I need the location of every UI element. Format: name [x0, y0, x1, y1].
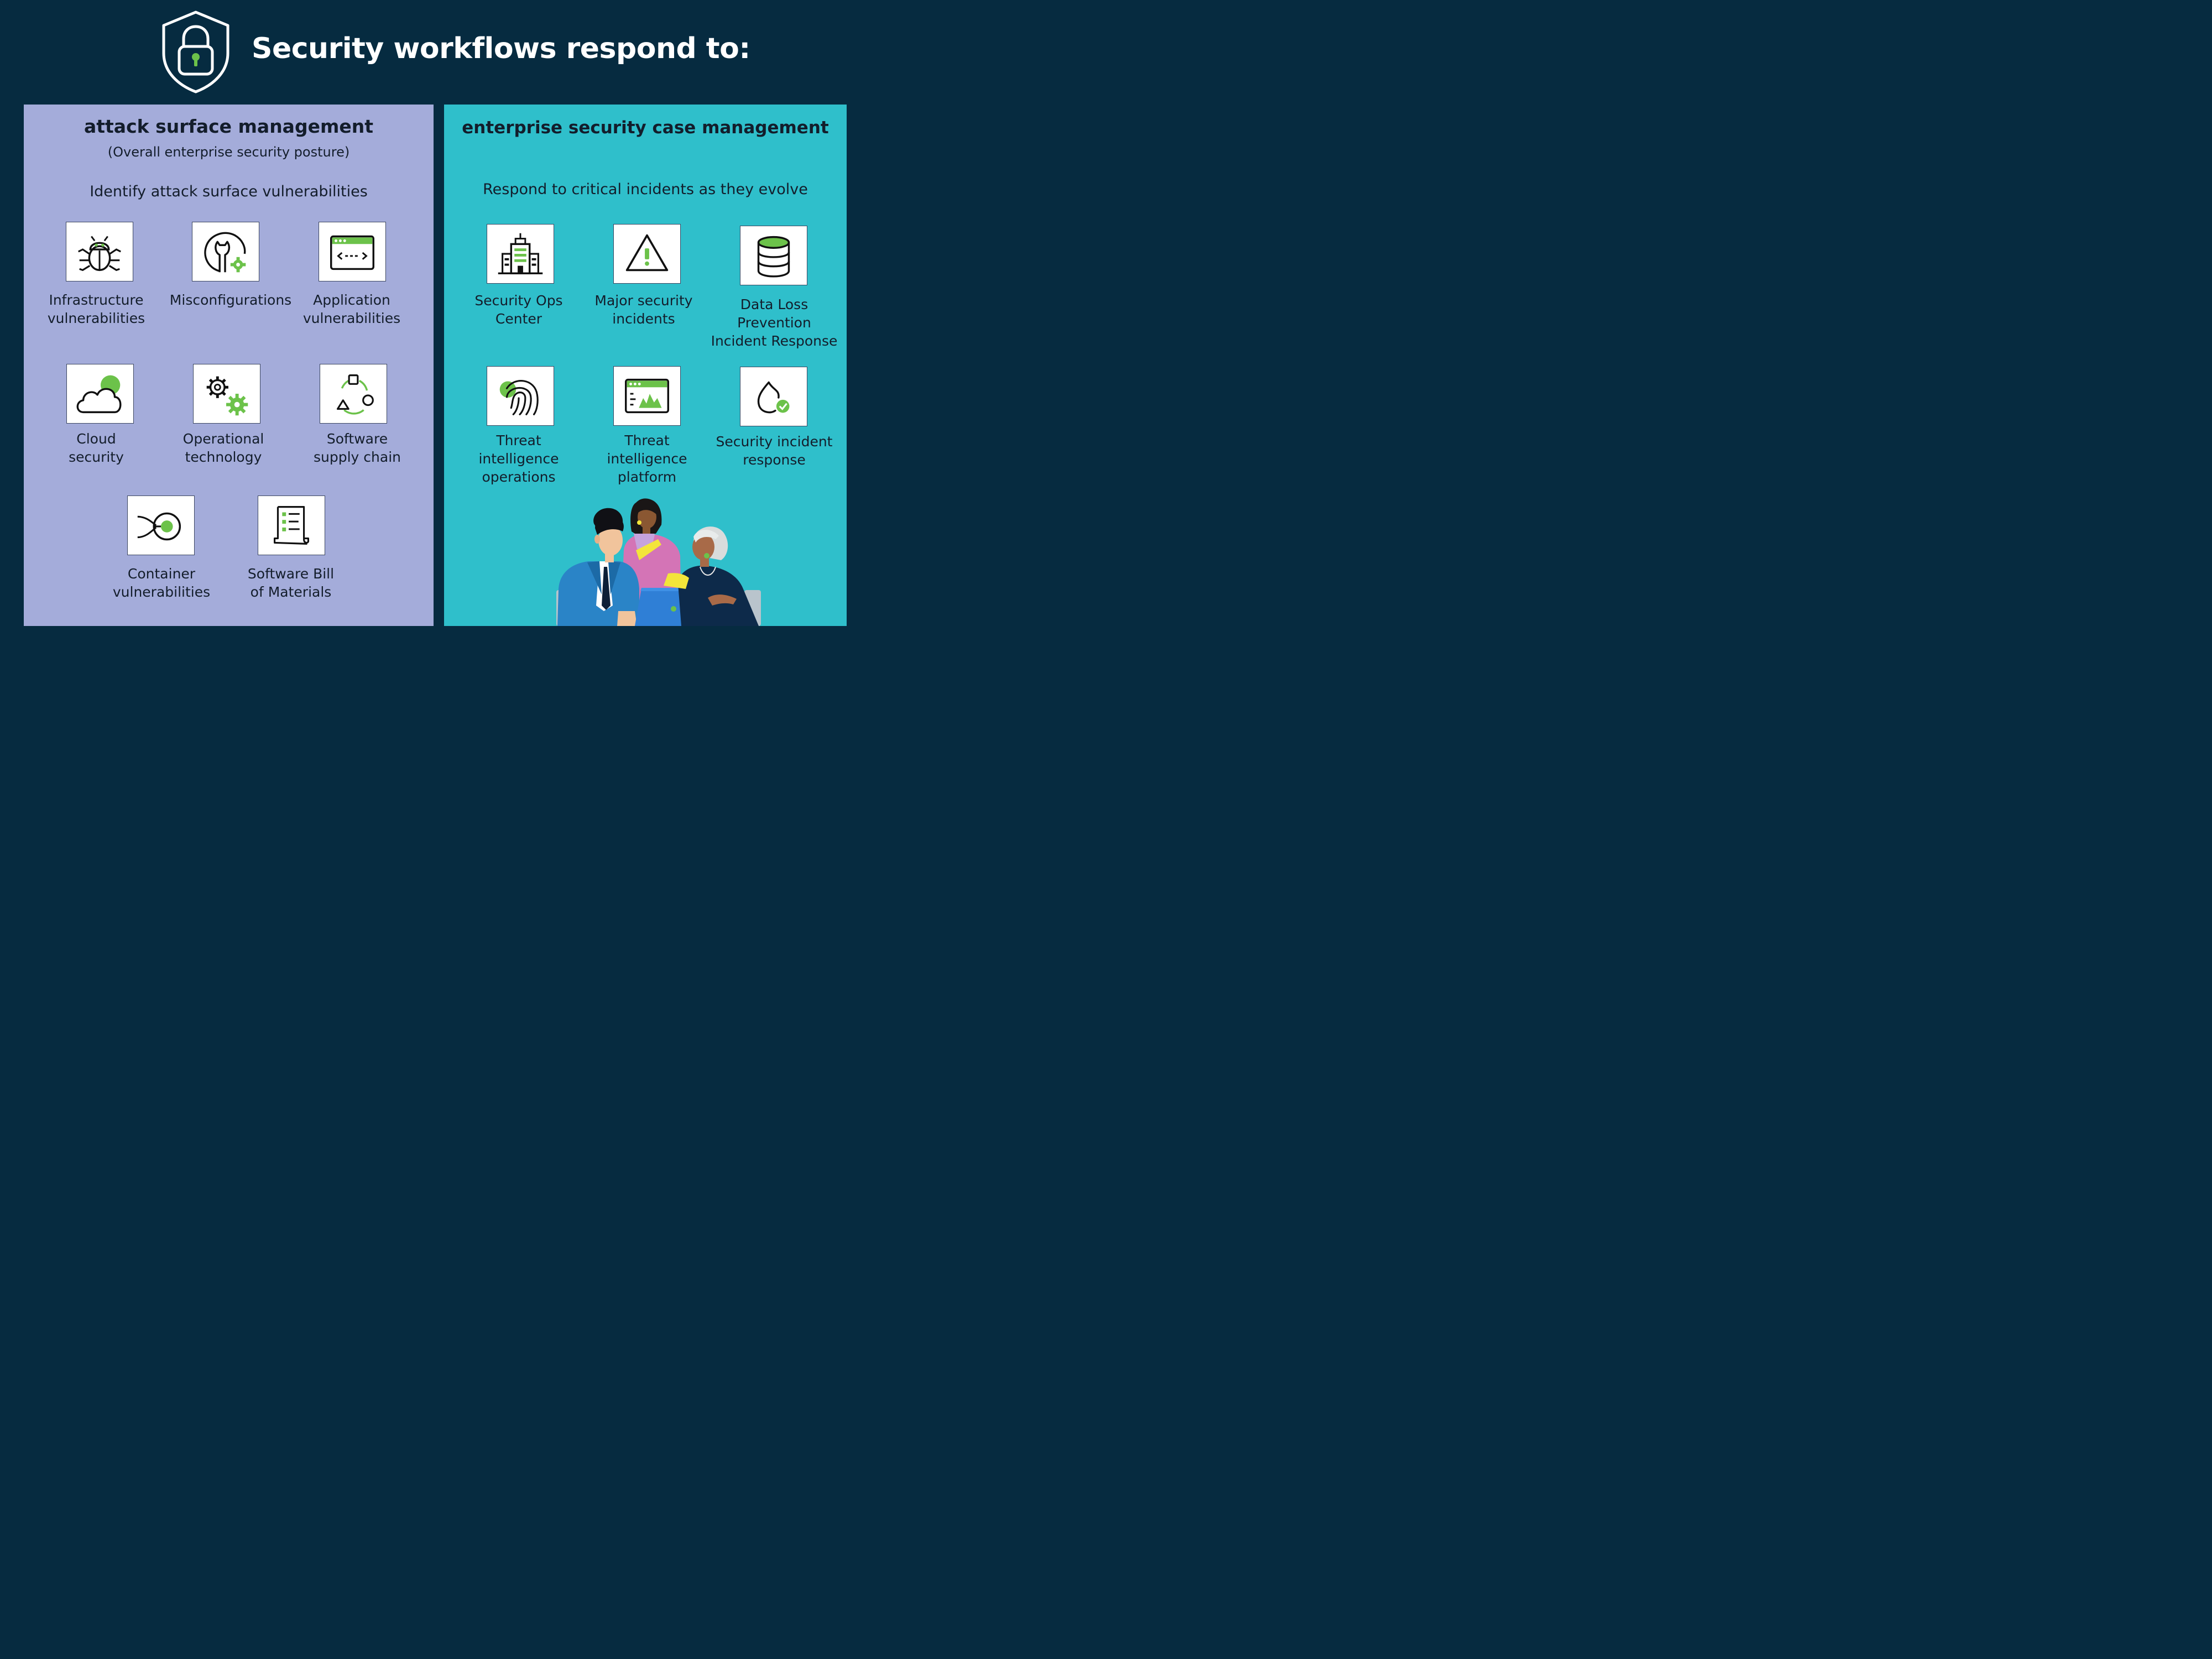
label-misconfigurations: Misconfigurations	[169, 292, 292, 308]
panel-heading: enterprise security case management	[462, 118, 829, 138]
database-icon	[740, 226, 807, 285]
supply-chain-cycle-icon	[320, 364, 387, 424]
container-target-icon	[127, 495, 195, 555]
document-list-icon	[258, 495, 325, 555]
shield-lock-icon	[159, 10, 232, 94]
fingerprint-icon	[487, 366, 554, 426]
panel-tagline: Identify attack surface vulnerabilities	[90, 183, 368, 200]
warning-triangle-icon	[613, 224, 681, 284]
bug-icon	[66, 222, 133, 281]
browser-chart-icon	[613, 366, 681, 426]
panel-tagline: Respond to critical incidents as they ev…	[483, 181, 808, 198]
page-title: Security workflows respond to:	[252, 32, 750, 65]
cloud-icon	[66, 364, 134, 424]
three-people-at-laptop-illustration	[553, 495, 763, 626]
panel-subheading: (Overall enterprise security posture)	[107, 144, 350, 160]
wrench-gear-icon	[192, 222, 259, 281]
office-building-icon	[487, 224, 554, 284]
gears-icon	[193, 364, 260, 424]
panel-heading: attack surface management	[84, 116, 373, 137]
browser-code-icon	[319, 222, 386, 281]
flame-check-icon	[740, 367, 807, 426]
